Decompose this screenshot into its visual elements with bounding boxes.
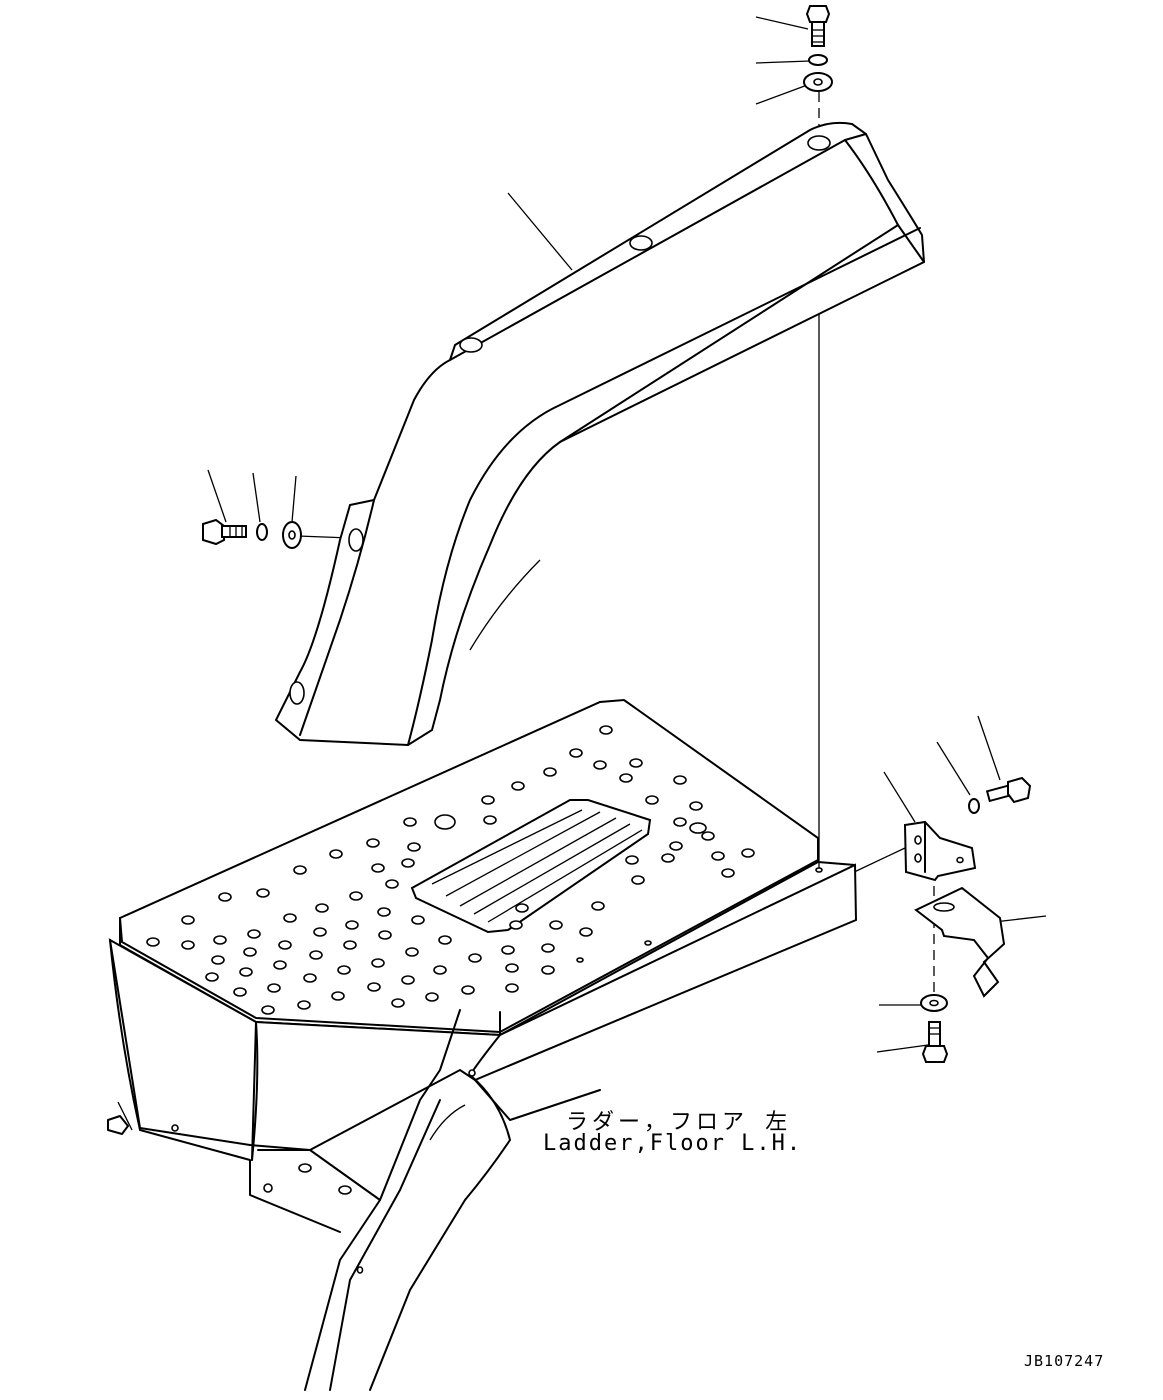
lock-washer-left [256, 523, 268, 541]
caption-japanese: ラダー，フロア 左 [566, 1110, 792, 1135]
support-plate [914, 886, 1006, 998]
washer-bottom [920, 994, 948, 1012]
leader-lines [207, 16, 1047, 1053]
mounting-bracket [903, 820, 977, 882]
bolt-top [805, 5, 831, 47]
bolt-bottom [921, 1021, 949, 1063]
bolt-right [985, 776, 1032, 804]
handrail-cover [274, 121, 926, 747]
deck-holes [146, 725, 755, 1015]
lock-washer-top [808, 54, 828, 66]
washer-left [282, 521, 302, 549]
bolt-left [202, 518, 247, 546]
ladder-floor-assembly [107, 698, 858, 1391]
washer-top [803, 72, 833, 92]
lock-washer-right [968, 798, 980, 814]
drawing-number: JB107247 [1024, 1352, 1105, 1370]
caption-english: Ladder,Floor L.H. [543, 1131, 803, 1156]
